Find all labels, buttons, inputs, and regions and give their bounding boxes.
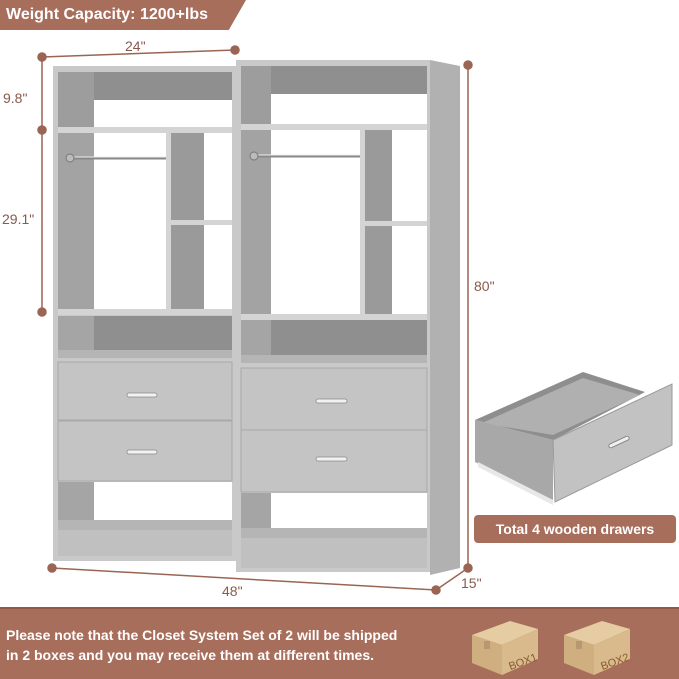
drawer-detail-illustration	[475, 372, 673, 505]
drawer-caption-text: Total 4 wooden drawers	[495, 521, 655, 537]
shipping-notice-footer: Please note that the Closet System Set o…	[0, 607, 679, 679]
drawer-caption: Total 4 wooden drawers	[474, 515, 676, 543]
shipping-notice-line-2: in 2 boxes and you may receive them at d…	[6, 647, 375, 663]
closet-illustration	[37, 45, 673, 595]
unit-width-label: 24"	[125, 38, 146, 54]
dimension-lines	[37, 45, 473, 595]
shipping-notice-text: Please note that the Closet System Set o…	[6, 625, 466, 665]
box1-icon: BOX1	[472, 621, 539, 675]
total-height-label: 80"	[474, 278, 495, 294]
weight-capacity-banner: Weight Capacity: 1200+lbs	[0, 0, 246, 30]
top-section-height-label: 9.8"	[3, 90, 28, 106]
weight-capacity-text: Weight Capacity: 1200+lbs	[6, 6, 208, 23]
box2-icon: BOX2	[564, 621, 631, 675]
left-closet-unit	[53, 66, 236, 561]
right-closet-unit	[236, 60, 460, 575]
total-width-label: 48"	[222, 583, 243, 599]
shipping-notice-line-1: Please note that the Closet System Set o…	[6, 627, 398, 643]
depth-label: 15"	[461, 575, 482, 591]
hanging-section-height-label: 29.1"	[2, 211, 35, 227]
